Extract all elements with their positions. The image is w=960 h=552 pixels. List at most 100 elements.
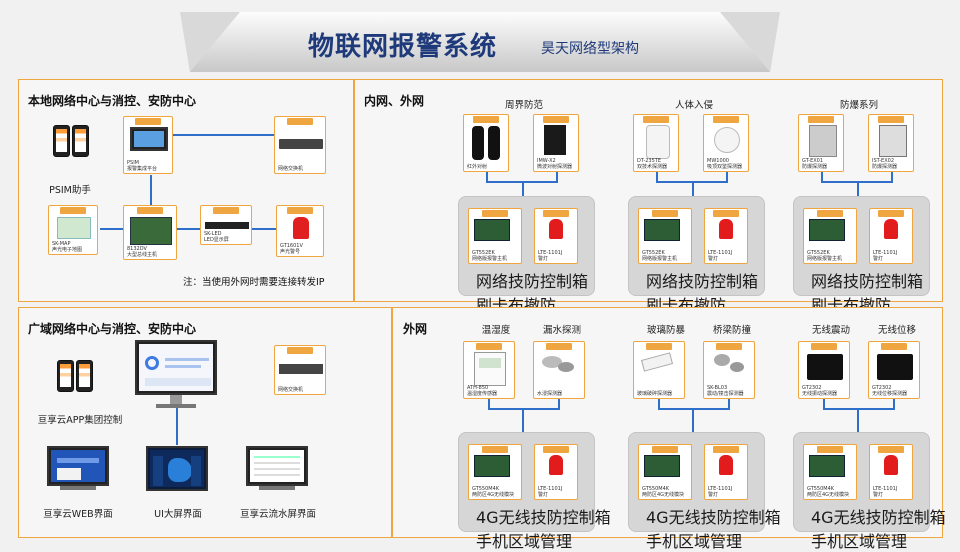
- card-caption: GT552EK 网络版报警主机: [642, 250, 678, 262]
- app-control-label: 亘享云APP集团控制: [37, 415, 123, 426]
- dashboard-monitor: [135, 340, 217, 395]
- link-line: [728, 399, 730, 409]
- card-caption: LTE-1101J 警灯: [873, 486, 898, 498]
- card-network-switch: 网络交换机: [274, 116, 326, 174]
- card-sensor: IMW-X2 微波对射探测器: [533, 114, 579, 172]
- page-subtitle: 昊天网络型架构: [541, 41, 639, 57]
- control-box-line2: 手机区域管理: [476, 532, 573, 551]
- web-interface-label: 亘享云WEB界面: [43, 509, 113, 520]
- card-sensor: 红外对射: [463, 114, 509, 172]
- flow-monitor: [246, 446, 308, 486]
- group-label: 无线震动: [811, 325, 851, 336]
- card-alarm-host: GT550M4K 两防区4G无线模块: [803, 444, 857, 500]
- control-box-line1: 网络技防控制箱: [646, 272, 759, 291]
- card-sensor: ATH-850 温湿度传感器: [463, 341, 515, 399]
- link-line: [893, 399, 895, 409]
- control-box-line1: 4G无线技防控制箱: [646, 508, 781, 527]
- card-sensor: SK-BL03 震动/撞击探测器: [703, 341, 755, 399]
- forward-ip-note: 注：当使用外网时需要连接转发IP: [183, 277, 325, 288]
- card-alarm-host: GT550M4K 两防区4G无线模块: [638, 444, 692, 500]
- monitor-base: [156, 404, 196, 408]
- link-line: [488, 408, 560, 410]
- card-caption: 玻璃破碎探测器: [637, 391, 673, 397]
- link-line: [692, 181, 694, 196]
- card-alarm-host: GT552EK 网络版报警主机: [638, 208, 692, 264]
- link-line: [522, 408, 524, 432]
- link-line: [857, 408, 859, 432]
- card-caption: LTE-1101J 警灯: [538, 250, 563, 262]
- web-monitor-base: [60, 486, 96, 490]
- card-warning-lamp: LTE-1101J 警灯: [869, 208, 913, 264]
- card-caption: IMW-X2 微波对射探测器: [537, 158, 573, 170]
- card-sensor: GT2302 无线振动探测器: [798, 341, 850, 399]
- card-caption: GT550M4K 两防区4G无线模块: [472, 486, 515, 498]
- control-box-label: 4G无线技防控制箱手机区域管理: [811, 504, 946, 552]
- link-line: [857, 181, 859, 196]
- link-line: [658, 399, 660, 409]
- card-caption: GT550M4K 两防区4G无线模块: [642, 486, 685, 498]
- card-caption: 红外对射: [467, 164, 488, 170]
- control-box-line1: 网络技防控制箱: [811, 272, 924, 291]
- card-sensor: GT2302 无线位移探测器: [868, 341, 920, 399]
- control-box-line1: 网络技防控制箱: [476, 272, 589, 291]
- group-label: 防爆系列: [839, 100, 879, 111]
- card-sensor: DT-235TE 双技术探测器: [633, 114, 679, 172]
- link-line: [556, 172, 558, 182]
- link-line: [150, 175, 152, 205]
- card-warning-lamp: LTE-1101J 警灯: [704, 208, 748, 264]
- card-caption: GT552EK 网络版报警主机: [472, 250, 508, 262]
- link-line: [821, 172, 823, 182]
- card-led-display: SK-LED LED显示屏: [200, 205, 252, 245]
- link-line: [656, 172, 658, 182]
- card-caption: SK-BL03 震动/撞击探测器: [707, 385, 744, 397]
- panel-wan-title: 广域网络中心与消控、安防中心: [28, 322, 197, 336]
- link-line: [726, 172, 728, 182]
- card-caption: LTE-1101J 警灯: [708, 250, 733, 262]
- card-warning-lamp: LTE-1101J 警灯: [534, 208, 578, 264]
- link-line: [692, 408, 694, 432]
- card-caption: DT-235TE 双技术探测器: [637, 158, 668, 170]
- card-caption: ATH-850 温湿度传感器: [467, 385, 498, 397]
- card-alarm-host: GT550M4K 两防区4G无线模块: [468, 444, 522, 500]
- page-title: 物联网报警系统: [308, 32, 498, 62]
- group-label: 周界防范: [504, 100, 544, 111]
- card-caption: GT2302 无线位移探测器: [872, 385, 908, 397]
- group-label: 温湿度: [481, 325, 511, 336]
- card-alarm-host: GT552EK 网络版报警主机: [468, 208, 522, 264]
- card-psim-platform: PSIM 报警集成平台: [123, 116, 173, 174]
- card-sensor: MW1000 吸顶双鉴探测器: [703, 114, 749, 172]
- control-box-line1: 4G无线技防控制箱: [811, 508, 946, 527]
- card-warning-lamp: LTE-1101J 警灯: [704, 444, 748, 500]
- card-caption: GT2302 无线振动探测器: [802, 385, 838, 397]
- card-sk-map: SK-MAP 声光电子地图: [48, 205, 98, 255]
- control-box-label: 4G无线技防控制箱手机区域管理: [646, 504, 781, 552]
- group-label: 无线位移: [877, 325, 917, 336]
- card-sensor: 水浸探测器: [533, 341, 585, 399]
- link-line: [488, 399, 490, 409]
- link-line: [486, 172, 488, 182]
- link-line: [891, 172, 893, 182]
- title-banner: [180, 12, 780, 72]
- link-line: [658, 408, 730, 410]
- card-alarm-host: GT552EK 网络版报警主机: [803, 208, 857, 264]
- card-warning-lamp: LTE-1101J 警灯: [869, 444, 913, 500]
- card-caption: IST-EX02 防爆探测器: [872, 158, 898, 170]
- card-siren: GT1601V 声光警号: [276, 205, 324, 257]
- card-sensor: GT-EX01 防爆探测器: [798, 114, 844, 172]
- card-caption: LTE-1101J 警灯: [538, 486, 563, 498]
- card-caption: 水浸探测器: [537, 391, 563, 397]
- control-box-label: 4G无线技防控制箱手机区域管理: [476, 504, 611, 552]
- link-line: [160, 134, 277, 136]
- psim-assistant-label: PSIM助手: [49, 185, 91, 196]
- ui-bigscreen-label: UI大屏界面: [154, 509, 202, 520]
- control-box-line2: 手机区域管理: [646, 532, 743, 551]
- panel-extranet-title: 外网: [403, 322, 428, 336]
- panel-local-title: 本地网络中心与消控、安防中心: [28, 94, 197, 108]
- panel-intranet-title: 内网、外网: [364, 94, 425, 108]
- control-box-line2: 手机区域管理: [811, 532, 908, 551]
- link-line: [176, 405, 178, 445]
- card-caption: LTE-1101J 警灯: [708, 486, 733, 498]
- card-caption: LTE-1101J 警灯: [873, 250, 898, 262]
- group-label: 漏水探测: [542, 325, 582, 336]
- link-line: [522, 181, 524, 196]
